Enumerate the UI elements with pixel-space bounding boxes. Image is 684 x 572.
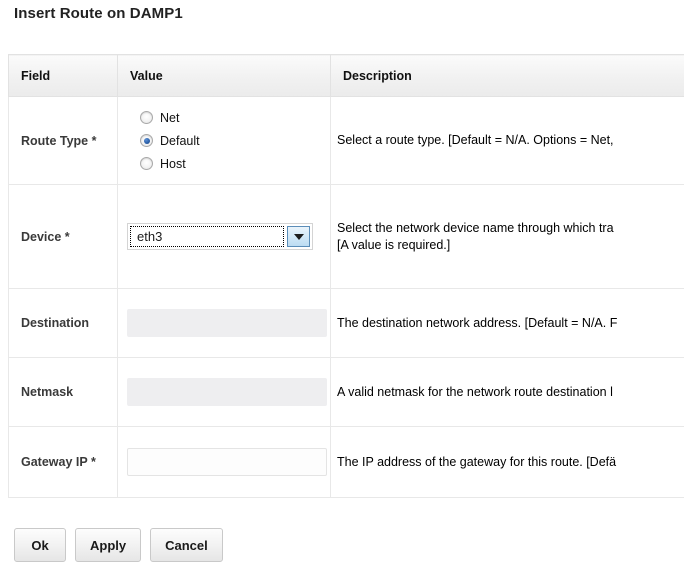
cancel-button[interactable]: Cancel [150, 528, 223, 562]
device-select-dropdown-button[interactable] [287, 226, 310, 247]
field-label-destination: Destination [8, 288, 118, 358]
description-line: Select a route type. [Default = N/A. Opt… [337, 133, 614, 147]
description-line: [A value is required.] [337, 237, 451, 252]
table-row-device: Device * eth3 Select the network device … [8, 184, 684, 289]
radio-option-host[interactable]: Host [140, 152, 330, 175]
field-value-destination [117, 288, 331, 358]
table-row-destination: Destination The destination network addr… [8, 288, 684, 358]
radio-option-net[interactable]: Net [140, 106, 330, 129]
radio-icon-default-checked[interactable] [140, 134, 153, 147]
field-label-gateway-ip: Gateway IP * [8, 426, 118, 498]
route-type-radio-group[interactable]: Net Default Host [127, 106, 330, 175]
field-label-route-type: Route Type * [8, 96, 118, 185]
destination-input [127, 309, 327, 337]
radio-icon-host[interactable] [140, 157, 153, 170]
table-row-gateway-ip: Gateway IP * The IP address of the gatew… [8, 426, 684, 498]
chevron-down-icon [293, 233, 304, 240]
field-description-netmask: A valid netmask for the network route de… [330, 357, 684, 427]
field-label-netmask: Netmask [8, 357, 118, 427]
table-row-route-type: Route Type * Net Default Host [8, 96, 684, 185]
field-description-gateway-ip: The IP address of the gateway for this r… [330, 426, 684, 498]
gateway-ip-input[interactable] [127, 448, 327, 476]
table-header-row: Field Value Description [8, 54, 684, 97]
column-header-value: Value [117, 54, 331, 97]
description-line: Select the network device name through w… [337, 220, 614, 235]
device-select-value[interactable]: eth3 [130, 226, 284, 247]
field-value-route-type: Net Default Host [117, 96, 331, 185]
radio-label-net: Net [160, 110, 180, 125]
ok-button[interactable]: Ok [14, 528, 66, 562]
radio-option-default[interactable]: Default [140, 129, 330, 152]
device-select[interactable]: eth3 [127, 223, 313, 250]
page-title: Insert Route on DAMP1 [14, 5, 183, 22]
radio-label-default: Default [160, 133, 200, 148]
field-description-route-type: Select a route type. [Default = N/A. Opt… [330, 96, 684, 185]
field-description-destination: The destination network address. [Defaul… [330, 288, 684, 358]
field-value-device: eth3 [117, 184, 331, 289]
field-label-device: Device * [8, 184, 118, 289]
table-row-netmask: Netmask A valid netmask for the network … [8, 357, 684, 427]
description-line: The destination network address. [Defaul… [337, 315, 618, 330]
radio-label-host: Host [160, 156, 186, 171]
column-header-field: Field [8, 54, 118, 97]
description-line: A valid netmask for the network route de… [337, 384, 613, 399]
apply-button[interactable]: Apply [75, 528, 142, 562]
netmask-input [127, 378, 327, 406]
field-description-device: Select the network device name through w… [330, 184, 684, 289]
route-form-table: Field Value Description Route Type * Net… [8, 54, 684, 498]
field-value-netmask [117, 357, 331, 427]
description-line: The IP address of the gateway for this r… [337, 454, 617, 469]
field-value-gateway-ip [117, 426, 331, 498]
button-bar: Ok Apply Cancel [14, 528, 223, 562]
column-header-description: Description [330, 54, 684, 97]
radio-icon-net[interactable] [140, 111, 153, 124]
